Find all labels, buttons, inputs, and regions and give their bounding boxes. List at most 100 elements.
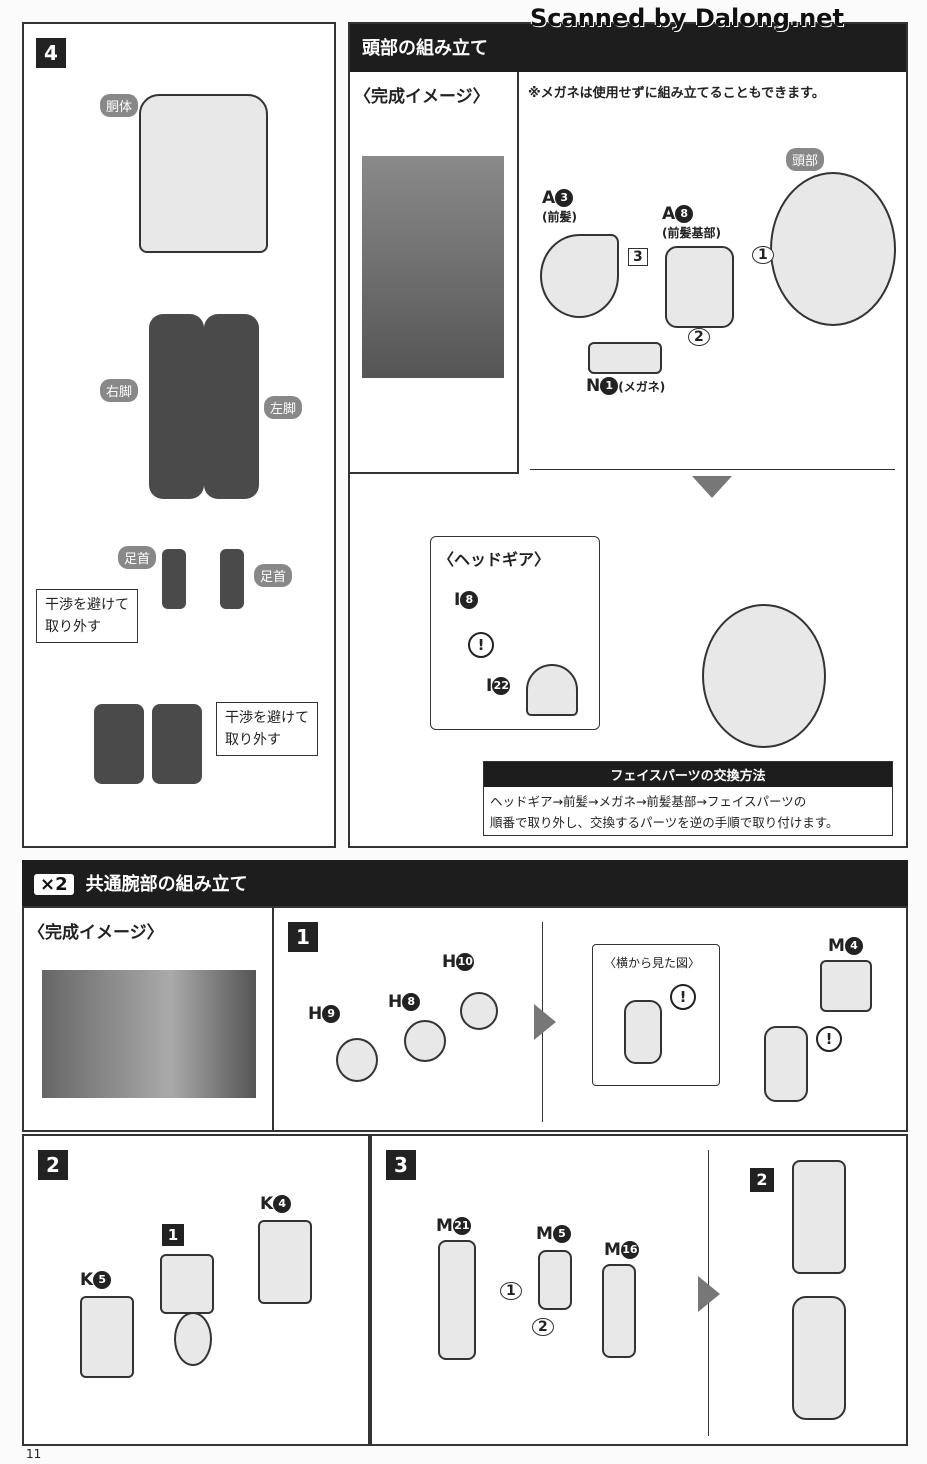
- side-view-box: [592, 944, 720, 1086]
- m4-part: [160, 1254, 214, 1314]
- watermark: Scanned by Dalong.net: [530, 4, 844, 32]
- part-m16: M16: [604, 1240, 639, 1260]
- part-letter: I: [454, 590, 461, 610]
- multiplier: ×2: [34, 874, 74, 895]
- torso-part: [139, 94, 268, 253]
- complete-image-photo: [362, 156, 504, 378]
- part-letter: K: [260, 1194, 274, 1214]
- m16-part: [602, 1264, 636, 1358]
- shoe-part: [94, 704, 144, 784]
- part-letter: H: [388, 992, 403, 1012]
- step-number: 1: [288, 922, 318, 952]
- side-view-label: 〈横から見た図〉: [604, 956, 701, 970]
- arm-complete-panel: 〈完成イメージ〉: [22, 906, 274, 1132]
- h9-part: [336, 1038, 378, 1082]
- part-letter: K: [80, 1270, 94, 1290]
- upper-arm-part: [792, 1160, 846, 1274]
- glasses-note: ※メガネは使用せずに組み立てることもできます。: [528, 86, 825, 101]
- step-number: 2: [38, 1150, 68, 1180]
- sub-step-2: 2: [688, 328, 710, 346]
- sub-step-3: 3: [628, 248, 648, 266]
- m5-part: [538, 1250, 572, 1310]
- exchange-title: フェイスパーツの交換方法: [484, 762, 892, 787]
- part-number: 8: [675, 205, 694, 223]
- part-letter: I: [486, 676, 493, 696]
- complete-image-box: [350, 72, 519, 474]
- part-letter: H: [308, 1004, 323, 1024]
- part-number: 5: [93, 1271, 112, 1289]
- part-letter: N: [586, 376, 601, 396]
- part-number: 4: [273, 1195, 292, 1213]
- complete-image-label: 〈完成イメージ〉: [28, 923, 164, 943]
- assembled-part: [764, 1026, 808, 1102]
- ankle-part: [162, 549, 186, 609]
- head-label: 頭部: [786, 148, 825, 171]
- part-number: 22: [492, 677, 511, 695]
- side-view-part: [624, 1000, 662, 1064]
- part-number: 10: [456, 953, 475, 971]
- right-arrow-icon: [698, 1276, 720, 1312]
- part-name: (メガネ): [618, 380, 666, 394]
- caution-icon: !: [670, 984, 696, 1010]
- complete-image-photo: [42, 970, 256, 1098]
- headgear-part: [526, 664, 578, 716]
- shoe-part: [152, 704, 202, 784]
- part-number: 21: [452, 1217, 471, 1235]
- m21-part: [438, 1240, 476, 1360]
- part-m21: M21: [436, 1216, 471, 1236]
- reference-step: 1: [162, 1224, 184, 1246]
- bangs-base-part: [665, 246, 734, 328]
- right-leg-part: [149, 314, 204, 499]
- part-letter: A: [542, 188, 556, 208]
- head-panel: 頭部の組み立て 〈完成イメージ〉 ※メガネは使用せずに組み立てることもできます。…: [348, 22, 908, 848]
- step-number: 4: [36, 38, 66, 68]
- part-letter: M: [828, 936, 845, 956]
- sub-step-2: 2: [532, 1318, 554, 1336]
- headgear-title: 〈ヘッドギア〉: [438, 550, 551, 569]
- part-letter: M: [436, 1216, 453, 1236]
- k4-part: [258, 1220, 312, 1304]
- exchange-box: フェイスパーツの交換方法 ヘッドギア→前髪→メガネ→前髪基部→フェイスパーツの …: [483, 761, 893, 836]
- h8-part: [404, 1020, 446, 1062]
- forearm-part: [792, 1296, 846, 1420]
- part-letter: M: [536, 1224, 553, 1244]
- section-title: 共通腕部の組み立て: [85, 874, 248, 895]
- assembled-head: [702, 604, 826, 748]
- part-letter: H: [442, 952, 457, 972]
- caution-icon: !: [468, 632, 494, 658]
- part-name: (前髪基部): [662, 226, 721, 240]
- ankle-label-right: 足首: [118, 546, 157, 569]
- sub-step-1: 1: [500, 1282, 522, 1300]
- part-number: 1: [600, 377, 619, 395]
- down-arrow-icon: [692, 476, 732, 498]
- right-arrow-icon: [534, 1004, 556, 1040]
- torso-label: 胴体: [100, 94, 139, 117]
- part-name: (前髪): [542, 210, 577, 224]
- caution-icon: !: [816, 1026, 842, 1052]
- part-number: 8: [460, 591, 479, 609]
- section-title: 頭部の組み立て: [350, 24, 906, 72]
- part-number: 9: [322, 1005, 341, 1023]
- step-number: 3: [386, 1150, 416, 1180]
- right-leg-label: 右脚: [100, 379, 139, 402]
- note-remove: 干渉を避けて 取り外す: [36, 589, 138, 643]
- exchange-line2: 順番で取り外し、交換するパーツを逆の手順で取り付けます。: [490, 815, 839, 830]
- step4-panel: 4 胴体 右脚 左脚 足首 足首 干渉を避けて 取り外す 干渉を避けて 取り外す: [22, 22, 336, 848]
- reference-step: 2: [750, 1168, 774, 1192]
- left-leg-part: [204, 314, 259, 499]
- arm-section-header: ×2 共通腕部の組み立て: [22, 860, 908, 908]
- h10-part: [460, 992, 498, 1030]
